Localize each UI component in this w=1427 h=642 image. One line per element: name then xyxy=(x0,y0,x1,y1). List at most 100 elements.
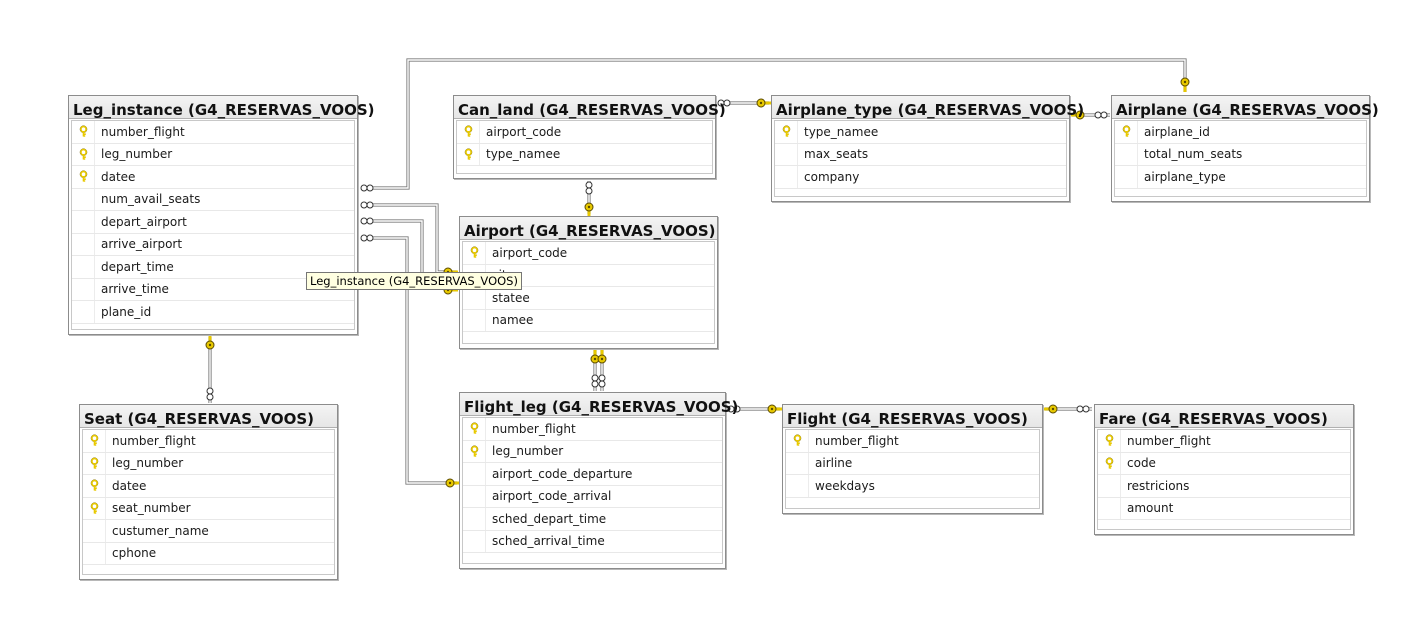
table-title[interactable]: Airplane (G4_RESERVAS_VOOS) xyxy=(1112,96,1379,119)
column-row[interactable]: leg_number xyxy=(72,143,354,166)
key-icon xyxy=(79,170,87,183)
one-end-key-icon xyxy=(205,335,215,350)
key-cell xyxy=(463,508,486,530)
column-row[interactable]: sched_arrival_time xyxy=(463,530,722,553)
column-name: airport_code xyxy=(492,245,568,260)
table-title[interactable]: Leg_instance (G4_RESERVAS_VOOS) xyxy=(69,96,375,119)
table-can-land[interactable]: Can_land (G4_RESERVAS_VOOS) airport_code… xyxy=(453,95,726,179)
key-icon xyxy=(79,125,87,138)
primary-key-cell xyxy=(83,497,106,519)
column-name: leg_number xyxy=(492,444,564,459)
column-name: airline xyxy=(815,456,853,471)
column-name: code xyxy=(1127,456,1156,471)
column-row[interactable]: num_avail_seats xyxy=(72,188,354,211)
column-row[interactable]: number_flight xyxy=(463,418,722,441)
key-cell xyxy=(463,287,486,309)
one-end-key-icon xyxy=(1070,110,1085,120)
column-row[interactable]: plane_id xyxy=(72,301,354,324)
key-icon xyxy=(1122,125,1130,138)
table-flight-leg[interactable]: Flight_leg (G4_RESERVAS_VOOS) number_fli… xyxy=(459,392,738,569)
column-row[interactable]: custumer_name xyxy=(83,520,334,543)
table-title[interactable]: Flight_leg (G4_RESERVAS_VOOS) xyxy=(460,393,738,416)
column-row[interactable]: airline xyxy=(786,452,1039,475)
column-row[interactable]: company xyxy=(775,166,1066,189)
column-row[interactable]: weekdays xyxy=(786,475,1039,498)
primary-key-cell xyxy=(83,475,106,497)
key-cell xyxy=(463,463,486,485)
column-row[interactable]: number_flight xyxy=(1098,430,1350,453)
primary-key-cell xyxy=(457,121,480,143)
many-end-icon xyxy=(585,181,593,195)
column-row[interactable]: restricions xyxy=(1098,475,1350,498)
key-cell xyxy=(1115,143,1138,165)
column-row[interactable]: datee xyxy=(72,166,354,189)
column-row[interactable]: airport_code_departure xyxy=(463,463,722,486)
table-title[interactable]: Seat (G4_RESERVAS_VOOS) xyxy=(80,405,337,428)
key-cell xyxy=(72,188,95,210)
column-name: seat_number xyxy=(112,501,191,516)
column-name: arrive_airport xyxy=(101,237,183,252)
column-row[interactable]: sched_depart_time xyxy=(463,508,722,531)
key-cell xyxy=(72,278,95,300)
column-row[interactable]: arrive_time xyxy=(72,278,354,301)
column-row[interactable]: number_flight xyxy=(83,430,334,453)
column-row[interactable]: statee xyxy=(463,287,714,310)
column-row[interactable]: depart_airport xyxy=(72,211,354,234)
column-name: max_seats xyxy=(804,147,869,162)
column-row[interactable]: code xyxy=(1098,452,1350,475)
key-cell xyxy=(83,520,106,542)
column-row[interactable]: total_num_seats xyxy=(1115,143,1366,166)
column-row[interactable]: namee xyxy=(463,309,714,332)
table-title[interactable]: Fare (G4_RESERVAS_VOOS) xyxy=(1095,405,1353,428)
column-row[interactable]: max_seats xyxy=(775,143,1066,166)
table-title[interactable]: Can_land (G4_RESERVAS_VOOS) xyxy=(454,96,726,119)
rel-leg-instance-airplane-inner xyxy=(362,59,1186,189)
column-row[interactable]: airport_code_arrival xyxy=(463,485,722,508)
table-airplane-type[interactable]: Airplane_type (G4_RESERVAS_VOOS) type_na… xyxy=(771,95,1084,202)
table-leg-instance[interactable]: Leg_instance (G4_RESERVAS_VOOS) number_f… xyxy=(68,95,375,335)
primary-key-cell xyxy=(83,430,106,452)
column-row[interactable]: cphone xyxy=(83,542,334,565)
column-row[interactable]: type_namee xyxy=(457,143,712,166)
column-name: sched_depart_time xyxy=(492,511,607,526)
column-row[interactable]: airport_code xyxy=(463,242,714,265)
column-row[interactable]: number_flight xyxy=(72,121,354,144)
column-row[interactable]: seat_number xyxy=(83,497,334,520)
column-row[interactable]: number_flight xyxy=(786,430,1039,453)
column-row[interactable]: amount xyxy=(1098,497,1350,520)
table-airport[interactable]: Airport (G4_RESERVAS_VOOS) airport_codec… xyxy=(459,216,718,349)
column-row[interactable]: depart_time xyxy=(72,256,354,279)
table-title[interactable]: Airport (G4_RESERVAS_VOOS) xyxy=(460,217,717,240)
column-row[interactable]: arrive_airport xyxy=(72,233,354,256)
primary-key-cell xyxy=(72,143,95,165)
column-row[interactable]: airplane_type xyxy=(1115,166,1366,189)
column-name: statee xyxy=(492,290,530,305)
primary-key-cell xyxy=(1115,121,1138,143)
column-row[interactable]: airport_code xyxy=(457,121,712,144)
many-end-icon xyxy=(206,387,214,401)
column-name: airport_code_departure xyxy=(492,466,633,481)
key-icon xyxy=(79,148,87,160)
column-name: depart_airport xyxy=(101,214,187,229)
column-name: plane_id xyxy=(101,304,152,319)
column-row[interactable]: type_namee xyxy=(775,121,1066,144)
column-row[interactable]: leg_number xyxy=(83,452,334,475)
column-row[interactable]: datee xyxy=(83,475,334,498)
column-row[interactable]: airplane_id xyxy=(1115,121,1366,144)
column-row[interactable]: leg_number xyxy=(463,440,722,463)
key-cell xyxy=(786,452,809,474)
column-name: sched_arrival_time xyxy=(492,534,605,549)
table-title[interactable]: Airplane_type (G4_RESERVAS_VOOS) xyxy=(772,96,1084,119)
key-cell xyxy=(463,309,486,331)
column-name: airplane_id xyxy=(1144,124,1210,139)
table-title[interactable]: Flight (G4_RESERVAS_VOOS) xyxy=(783,405,1042,428)
